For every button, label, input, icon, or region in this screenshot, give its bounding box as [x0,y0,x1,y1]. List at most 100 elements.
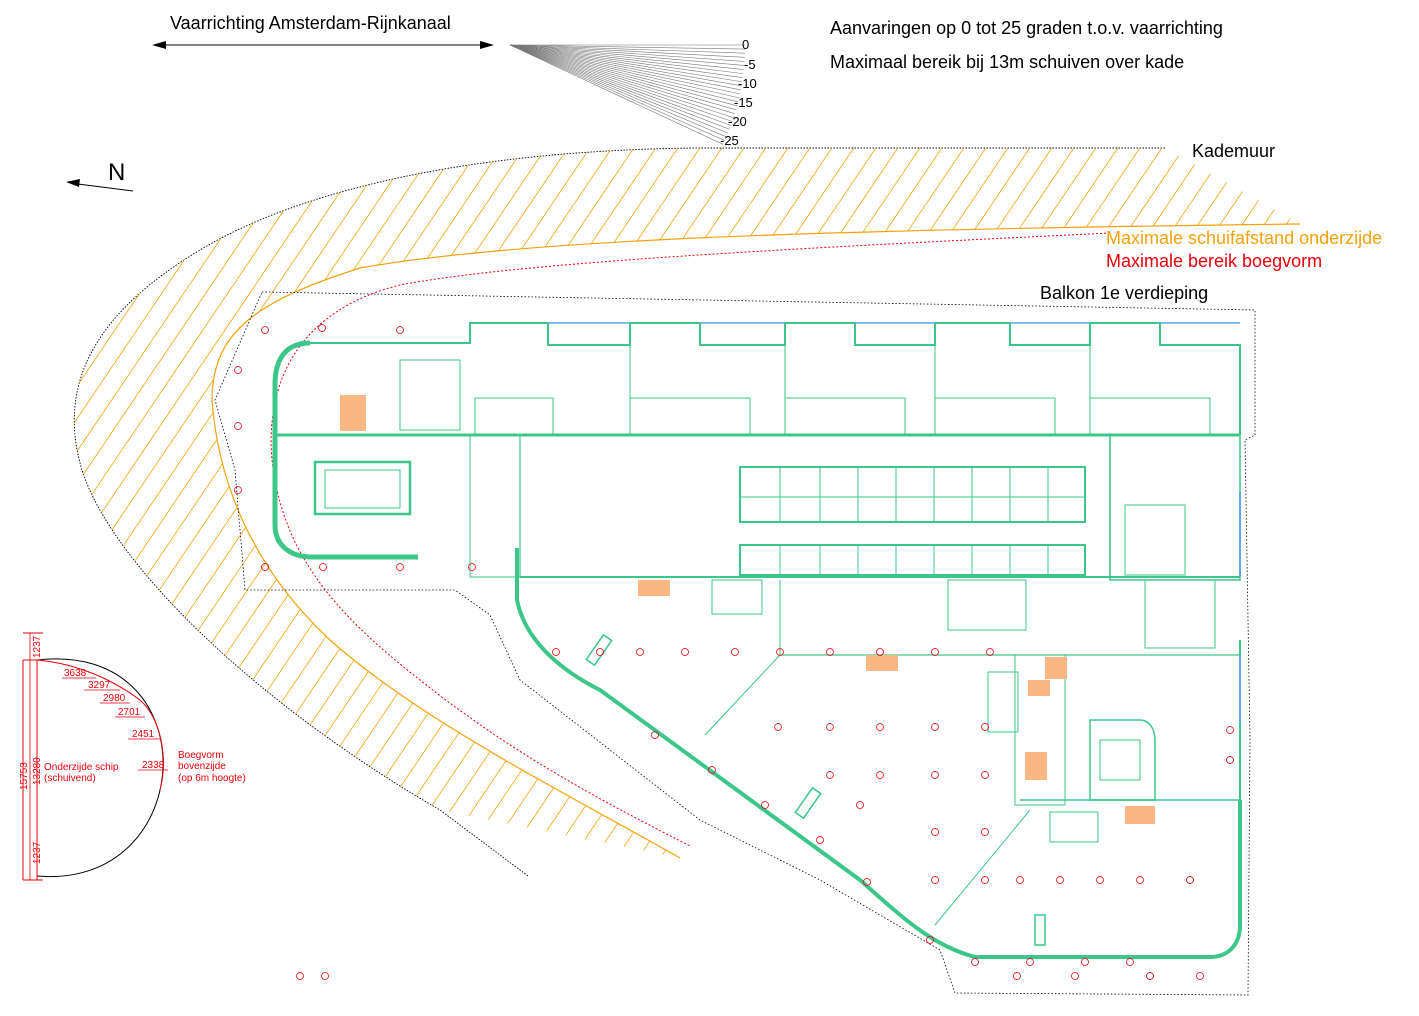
column-marker [296,972,304,980]
column-marker [826,771,834,779]
angle-label: -15 [734,95,753,110]
hatch-line [213,148,735,858]
dim-inner-label: 13280 [32,757,43,785]
column-marker [981,876,989,884]
column-marker [1186,876,1194,884]
column-marker [596,648,604,656]
column-marker [681,648,689,656]
hull-label: (schuivend) [44,773,96,784]
angle-label: -10 [738,76,757,91]
fan-line [509,44,743,83]
column-markers [234,324,1234,980]
hatch-line [565,148,1087,858]
column-marker [319,563,327,571]
hatch-line [169,148,691,858]
column-marker [826,723,834,731]
angle-label: 0 [742,37,749,52]
angle-label: -5 [744,57,756,72]
column-marker [1016,876,1024,884]
max-bow-label: Maximale bereik boegvorm [1106,251,1322,271]
column-marker [1226,726,1234,734]
bow-label: (op 6m hoogte) [178,773,246,784]
column-marker [261,563,269,571]
bow-width-label: 3297 [88,680,111,691]
column-marker [396,326,404,334]
column-marker [1226,756,1234,764]
fan-line [509,44,741,91]
max-bow-line [270,232,1111,847]
column-marker [981,828,989,836]
column-marker [761,801,769,809]
hatch-line [74,148,339,858]
hatch-line [631,148,1153,858]
fan-line [509,44,731,126]
hatch-line [74,148,427,858]
hatch-line [367,148,889,858]
column-marker [636,648,644,656]
column-marker [876,771,884,779]
fan-line [509,44,724,145]
fan-line [509,44,727,138]
column-marker [816,836,824,844]
column-marker [926,936,934,944]
hatch-line [477,148,999,858]
column-marker [931,828,939,836]
hatch-line [74,148,449,858]
fan-line [509,44,736,111]
column-marker [321,972,329,980]
column-marker [931,771,939,779]
fan-line [509,44,744,74]
north-label: N [108,159,125,186]
fan-line [509,44,740,95]
hatch-line [191,148,713,858]
hull-label: Onderzijde schip [44,762,119,773]
balcony-label: Balkon 1e verdieping [1040,283,1208,303]
fan-line [509,44,733,122]
bow-label: bovenzijde [178,761,226,772]
column-marker [971,958,979,966]
column-marker [826,648,834,656]
column-marker [234,366,242,374]
column-marker [651,731,659,739]
hatch-line [74,148,295,858]
hatch-line [74,148,317,858]
hatch-line [74,148,493,858]
column-marker [708,766,716,774]
dim-total-label: 15753 [19,762,30,790]
max-slide-label: Maximale schuifafstand onderzijde [1106,228,1382,248]
column-marker [931,876,939,884]
angle-label: -25 [720,133,739,148]
column-marker [261,326,269,334]
hatch-line [455,148,977,858]
kademuur-label: Kademuur [1192,141,1275,161]
fan-line [509,44,725,141]
angle-fan-labels: 0 -5 -10 -15 -20 -25 [720,37,757,148]
column-marker [234,486,242,494]
furniture-fills [340,395,1155,824]
column-marker [863,878,871,886]
north-arrow: N [66,159,134,192]
angle-fan-diagram [509,44,745,145]
column-marker [1081,958,1089,966]
column-marker [234,422,242,430]
fan-line [509,44,738,107]
fan-line [509,44,740,99]
fan-line [509,44,745,62]
column-marker [318,324,326,332]
column-marker [1136,876,1144,884]
dim-top-label: 1237 [32,635,43,658]
column-marker [552,648,560,656]
hatch-line [0,130,8,900]
column-marker [1126,958,1134,966]
max-slide-line [211,223,1301,859]
column-marker [776,648,784,656]
bow-width-label: 2451 [132,729,155,740]
fan-line [509,44,742,87]
hatch-line [74,148,405,858]
column-marker [856,801,864,809]
column-marker [876,723,884,731]
fan-line [509,44,743,79]
hatch-line [543,148,1065,858]
column-marker [731,648,739,656]
hatch-line [587,148,1109,858]
